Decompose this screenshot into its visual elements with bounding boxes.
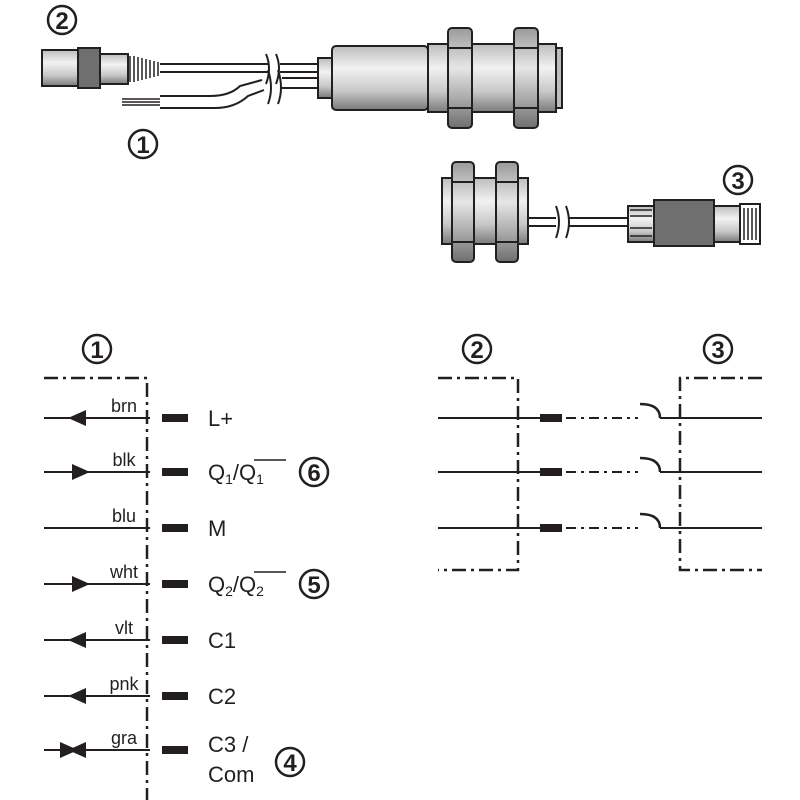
svg-text:6: 6 — [307, 460, 320, 487]
arrow-out-icon — [72, 464, 90, 480]
svg-text:1: 1 — [90, 337, 103, 364]
callout-note-4: 4 — [274, 746, 306, 778]
wire-row-gra: gra C3 / Com 4 — [44, 728, 306, 787]
wire-color-label: vlt — [115, 618, 133, 638]
terminal-pin — [162, 746, 188, 754]
wire-color-label: brn — [111, 396, 137, 416]
terminal-label: C3 / — [208, 732, 249, 757]
male-connector-boundary — [678, 376, 762, 572]
socket-icon — [639, 512, 662, 529]
svg-text:1: 1 — [136, 132, 149, 159]
open-end-cable-drawing — [122, 69, 330, 109]
connector-cable-drawing — [160, 53, 330, 85]
svg-text:3: 3 — [731, 168, 744, 195]
terminal-label: L+ — [208, 406, 233, 431]
callout-note-6: 6 — [298, 456, 330, 488]
socket-icon — [639, 456, 662, 473]
arrow-in-icon — [68, 688, 86, 704]
wire-color-label: blk — [112, 450, 136, 470]
connector-schematic: 2 3 — [438, 333, 762, 572]
arrow-out-icon — [60, 742, 78, 758]
connector-pin-row-1 — [438, 402, 762, 422]
svg-text:3: 3 — [711, 337, 724, 364]
wire-color-label: wht — [109, 562, 138, 582]
terminal-label: M — [208, 516, 226, 541]
terminal-label-line2: Com — [208, 762, 254, 787]
terminal-label: Q2/Q2 — [208, 572, 264, 599]
svg-text:5: 5 — [307, 572, 320, 599]
socket-icon — [639, 402, 662, 419]
male-pin — [540, 414, 562, 422]
callout-note-5: 5 — [298, 568, 330, 600]
arrow-in-icon — [68, 632, 86, 648]
female-connector-boundary — [438, 376, 520, 572]
callout-3-top: 3 — [722, 164, 754, 196]
svg-text:4: 4 — [283, 750, 297, 777]
sensor-with-cable-illustration — [41, 27, 563, 129]
terminal-pin — [162, 524, 188, 532]
male-pin — [540, 468, 562, 476]
terminal-label: C1 — [208, 628, 236, 653]
terminal-label: C2 — [208, 684, 236, 709]
callout-3-schematic: 3 — [702, 333, 734, 365]
terminal-pin — [162, 636, 188, 644]
callout-2-schematic: 2 — [461, 333, 493, 365]
terminal-pin — [162, 468, 188, 476]
terminal-pin — [162, 414, 188, 422]
svg-text:2: 2 — [470, 337, 483, 364]
svg-text:2: 2 — [55, 8, 68, 35]
female-connector-drawing — [41, 47, 159, 89]
arrow-out-icon — [72, 576, 90, 592]
sensor-with-male-connector-illustration — [441, 161, 761, 263]
connector-pin-row-3 — [438, 512, 762, 532]
wire-color-label: gra — [111, 728, 138, 748]
wire-color-label: pnk — [109, 674, 139, 694]
terminal-pin — [162, 692, 188, 700]
connector-pin-row-2 — [438, 456, 762, 476]
wire-color-label: blu — [112, 506, 136, 526]
cable-boundary-dashdot — [44, 376, 149, 800]
callout-2-top: 2 — [46, 4, 78, 36]
arrow-in-icon — [68, 410, 86, 426]
terminal-label: Q1/Q1 — [208, 460, 264, 487]
callout-1-top: 1 — [127, 128, 159, 160]
male-connector-drawing — [627, 199, 761, 247]
callout-1-schematic: 1 — [81, 333, 113, 365]
terminal-pin — [162, 580, 188, 588]
male-pin — [540, 524, 562, 532]
sensor-body-drawing — [317, 27, 563, 129]
